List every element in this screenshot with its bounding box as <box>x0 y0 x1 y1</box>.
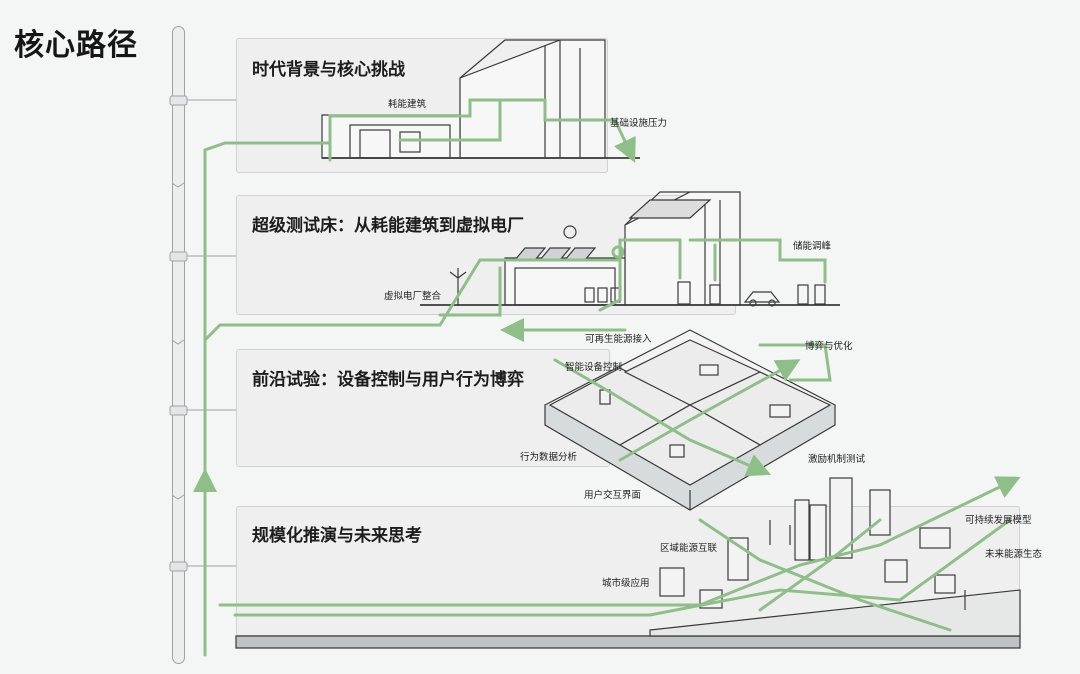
stage-2-title: 超级测试床：从耗能建筑到虚拟电厂 <box>252 216 524 236</box>
stage-1-title: 时代背景与核心挑战 <box>252 60 405 80</box>
label-city-application: 城市级应用 <box>602 578 650 589</box>
label-future-ecosystem: 未来能源生态 <box>985 549 1043 560</box>
label-infrastructure-pressure: 基础设施压力 <box>610 118 668 129</box>
timeline-markers <box>169 95 236 572</box>
flow-stage2 <box>203 238 827 342</box>
page-title: 核心路径 <box>14 28 138 63</box>
label-storage-peak: 储能调峰 <box>793 241 832 252</box>
label-vpp-integration: 虚拟电厂整合 <box>384 291 442 302</box>
label-smart-device-control: 智能设备控制 <box>565 362 623 373</box>
label-regional-interconnect: 区域能源互联 <box>660 543 718 554</box>
label-behavior-analysis: 行为数据分析 <box>520 452 578 463</box>
city-stage4 <box>235 477 1021 649</box>
flow-stage3 <box>203 338 832 482</box>
stage-4-title: 规模化推演与未来思考 <box>252 526 422 546</box>
label-incentive-testing: 激励机制测试 <box>808 454 866 465</box>
building-stage2 <box>420 191 840 307</box>
label-sustainable-model: 可持续发展模型 <box>965 515 1032 526</box>
flow-stage4 <box>193 468 1021 657</box>
label-game-optimization: 博弈与优化 <box>805 341 853 352</box>
rooms-stage3 <box>543 329 837 511</box>
stage-3-title: 前沿试验：设备控制与用户行为博弈 <box>252 370 524 390</box>
label-renewable-access: 可再生能源接入 <box>585 334 652 345</box>
label-user-interface: 用户交互界面 <box>584 490 642 501</box>
label-energy-building: 耗能建筑 <box>388 99 427 110</box>
